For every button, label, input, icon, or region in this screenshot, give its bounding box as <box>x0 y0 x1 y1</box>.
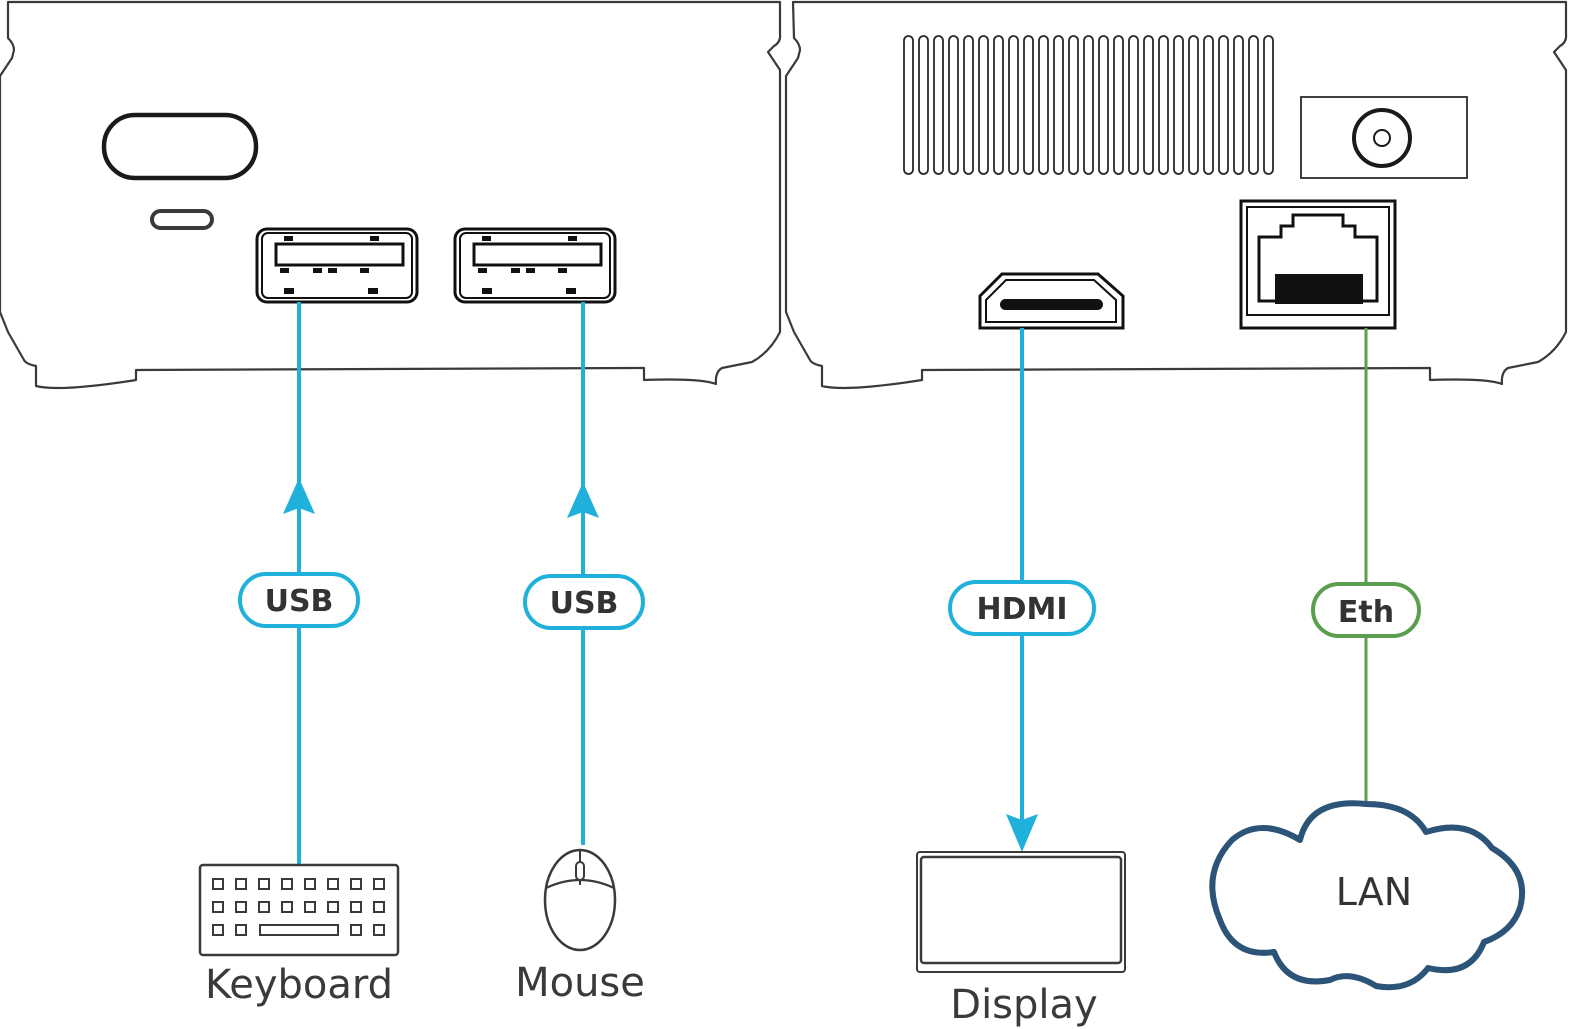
vent-slot <box>1038 35 1049 175</box>
hdmi-label: HDMI <box>948 580 1096 636</box>
key <box>350 901 362 913</box>
key <box>373 901 385 913</box>
rear-panel <box>784 0 1568 390</box>
vent-slot <box>1053 35 1064 175</box>
key <box>350 878 362 890</box>
arrow-down-icon <box>1006 814 1038 852</box>
eth-label: Eth <box>1311 582 1421 638</box>
vent-grille <box>903 35 1274 175</box>
key <box>212 901 224 913</box>
keyboard-keys <box>212 878 385 936</box>
vent-slot <box>1068 35 1079 175</box>
cable-label: USB <box>550 586 619 621</box>
vent-slot <box>1188 35 1199 175</box>
device-label-display: Display <box>950 982 1097 1028</box>
key <box>327 878 339 890</box>
usb-label-keyboard: USB <box>238 572 360 628</box>
key <box>281 901 293 913</box>
key <box>350 924 362 936</box>
cable-label: Eth <box>1338 595 1394 630</box>
vent-slot <box>1203 35 1214 175</box>
vent-slot <box>1023 35 1034 175</box>
ethernet-port[interactable] <box>1239 199 1397 330</box>
vent-slot <box>1263 35 1274 175</box>
vent-slot <box>1233 35 1244 175</box>
device-label-keyboard: Keyboard <box>205 962 393 1008</box>
cable-label: HDMI <box>976 592 1067 627</box>
hdmi-port[interactable] <box>978 272 1125 330</box>
vent-slot <box>903 35 914 175</box>
vent-slot <box>948 35 959 175</box>
usb-label-mouse: USB <box>523 574 645 630</box>
vent-slot <box>1008 35 1019 175</box>
key <box>258 878 270 890</box>
key <box>373 878 385 890</box>
vent-slot <box>1158 35 1169 175</box>
key <box>327 901 339 913</box>
cable-display <box>1006 328 1038 852</box>
vent-slot <box>963 35 974 175</box>
key <box>258 901 270 913</box>
key <box>281 878 293 890</box>
vent-slot <box>918 35 929 175</box>
power-button[interactable] <box>101 112 259 181</box>
arrow-up-icon <box>283 478 315 514</box>
vent-slot <box>1098 35 1109 175</box>
usb-port-2[interactable] <box>453 227 617 304</box>
display-icon <box>916 851 1126 973</box>
key <box>212 924 224 936</box>
device-label-lan: LAN <box>1336 870 1412 914</box>
keyboard-icon <box>198 863 400 957</box>
device-label-mouse: Mouse <box>515 960 645 1006</box>
cable-label: USB <box>265 584 334 619</box>
vent-slot <box>993 35 1004 175</box>
key <box>304 901 316 913</box>
vent-slot <box>1173 35 1184 175</box>
cloud-icon <box>1209 800 1526 991</box>
front-chassis-outline <box>0 0 782 390</box>
vent-slot <box>1113 35 1124 175</box>
vent-slot <box>978 35 989 175</box>
dc-power-jack[interactable] <box>1300 96 1468 179</box>
mouse-icon <box>543 848 617 952</box>
vent-slot <box>1083 35 1094 175</box>
status-led <box>150 209 214 230</box>
vent-slot <box>1248 35 1259 175</box>
vent-slot <box>1143 35 1154 175</box>
key <box>235 878 247 890</box>
key <box>235 924 247 936</box>
key <box>373 924 385 936</box>
front-panel <box>0 0 782 390</box>
arrow-up-icon <box>567 482 599 518</box>
usb-port-1[interactable] <box>255 227 419 304</box>
vent-slot <box>1218 35 1229 175</box>
vent-slot <box>1128 35 1139 175</box>
vent-slot <box>933 35 944 175</box>
key <box>235 901 247 913</box>
key <box>304 878 316 890</box>
cable-mouse <box>567 302 599 845</box>
key <box>212 878 224 890</box>
